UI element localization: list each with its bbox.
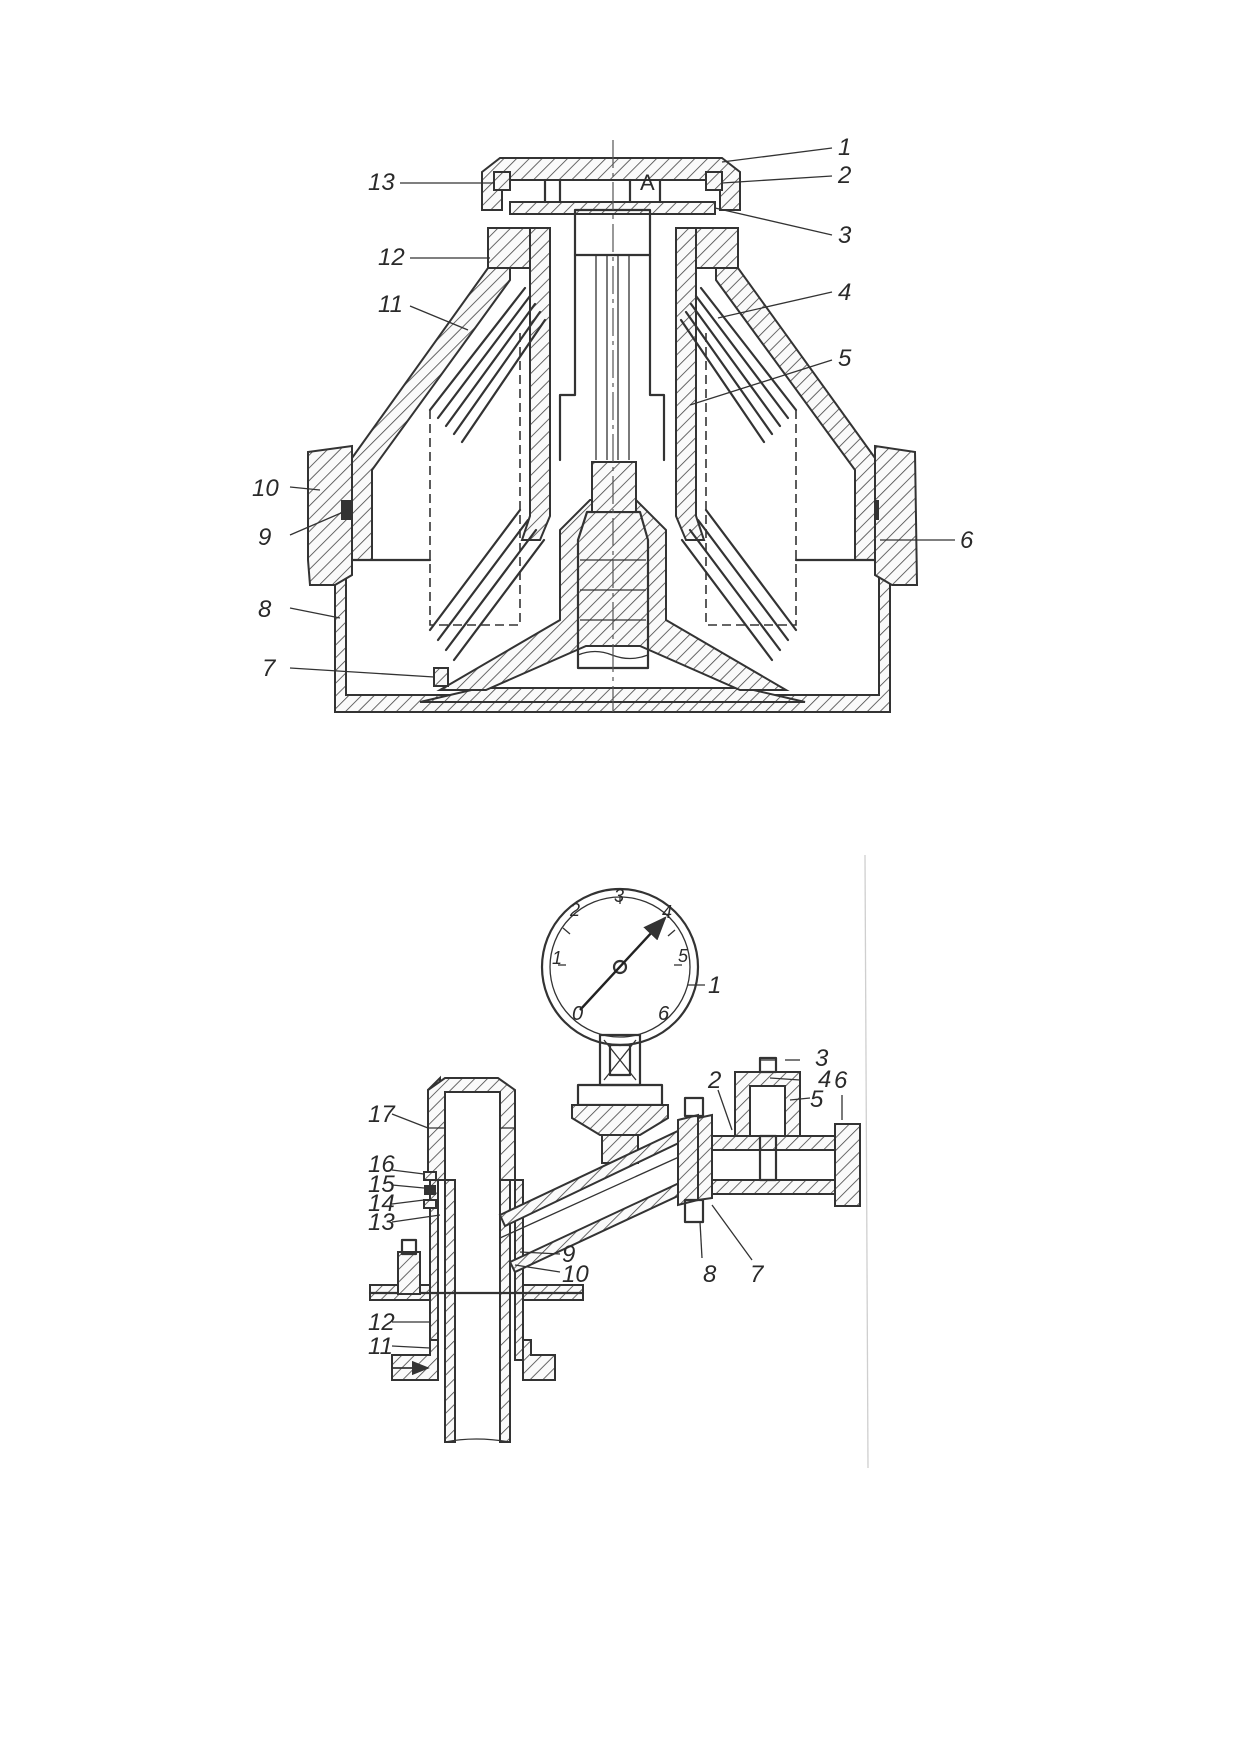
mark-a: A [640,170,655,195]
gauge-scale-2: 2 [569,900,580,920]
top-cap [481,157,741,211]
callout-2-2: 2 [707,1067,721,1094]
tee-end-6 [834,1123,861,1207]
lock-ring-right [874,444,919,586]
pipe-nozzle-17 [427,1077,516,1181]
callout-3: 3 [838,222,852,249]
separator-drum-drawing: A 1 2 3 4 5 6 7 8 9 10 11 12 13 [252,134,974,713]
tee-body-lower [711,1179,846,1195]
callout-2-13: 13 [368,1209,395,1236]
callout-2-15: 15 [368,1171,395,1198]
valve-cap-knob [758,1056,778,1074]
figure1-leaders [289,147,955,678]
callout-2: 2 [837,162,851,189]
callout-2-17: 17 [368,1101,396,1128]
gauge-scale-5: 5 [678,946,689,966]
callout-2-5: 5 [810,1086,824,1113]
branch-pipe-upper-wall [498,1128,687,1228]
plate-bolt [397,1251,421,1295]
callout-9: 9 [258,524,271,551]
gauge-scale-1: 1 [552,948,562,968]
disc-holder-right [675,227,706,541]
tee-body-upper [711,1135,846,1151]
callout-2-3: 3 [815,1045,829,1072]
callout-2-1: 1 [708,972,721,999]
gauge-adapter [576,1083,664,1107]
seal-14 [424,1185,436,1195]
valve-cap [734,1071,801,1137]
callout-2-9: 9 [562,1241,575,1268]
disc-packet-outline-right [705,330,797,626]
callout-2-8: 8 [703,1261,717,1288]
disc-stack-upper-left [428,286,547,444]
callout-11: 11 [378,291,403,318]
callout-8: 8 [258,596,272,623]
cap-bolt-left [493,171,511,191]
callout-6: 6 [960,527,974,554]
callout-2-6: 6 [834,1067,848,1094]
callout-7: 7 [262,655,277,682]
disc-holder-left [520,227,551,541]
callout-2-16: 16 [368,1151,395,1178]
outlet-nozzle [522,1339,556,1381]
figure2-leaders [391,984,843,1349]
callout-5: 5 [838,345,852,372]
callout-2-10: 10 [562,1261,589,1288]
spindle-nut [591,461,637,513]
spindle [576,510,650,670]
callout-10: 10 [252,475,279,502]
callout-1: 1 [838,134,851,161]
gauge-scale-0: 0 [572,1003,583,1025]
cap-bolt-right [705,171,723,191]
seal-ring-bottom [433,667,449,687]
callout-2-4: 4 [818,1066,831,1093]
disc-packet-outline-left [429,330,521,626]
disc-stack-upper-right [679,286,798,444]
callout-13: 13 [368,169,395,196]
valve-stem [758,1134,778,1182]
pipe-gauge-drawing: 0 1 2 3 4 5 6 [368,854,869,1469]
gauge-scale-3: 3 [614,886,624,906]
main-pipe-wall-left [444,1179,456,1443]
flange-bolt-bottom [683,1198,705,1224]
gauge-stem [608,1043,632,1077]
callout-2-14: 14 [368,1190,395,1217]
callout-2-7: 7 [750,1261,765,1288]
disc-stack-lower-left [428,508,546,662]
callout-2-12: 12 [368,1309,395,1336]
flange-bolt-top [683,1096,705,1118]
disc-stack-lower-right [680,508,798,662]
cover-neck-right [694,227,739,269]
flange-joint [677,1113,699,1207]
gauge-ticks [558,896,682,966]
lock-ring-left [307,444,353,586]
callout-12: 12 [378,244,405,271]
callout-4: 4 [838,279,851,306]
cover-cone-left [351,267,511,561]
gauge-scale-4: 4 [662,902,672,922]
gauge-pointer [579,916,667,1011]
gauge-scale-6: 6 [658,1003,670,1025]
gauge-hub [612,959,628,975]
seal-16 [423,1171,437,1181]
cover-neck-left [487,227,531,269]
seal-15 [423,1199,437,1209]
callout-2-11: 11 [368,1333,393,1360]
gauge-flange [571,1104,669,1136]
flange-joint-2 [697,1113,713,1202]
